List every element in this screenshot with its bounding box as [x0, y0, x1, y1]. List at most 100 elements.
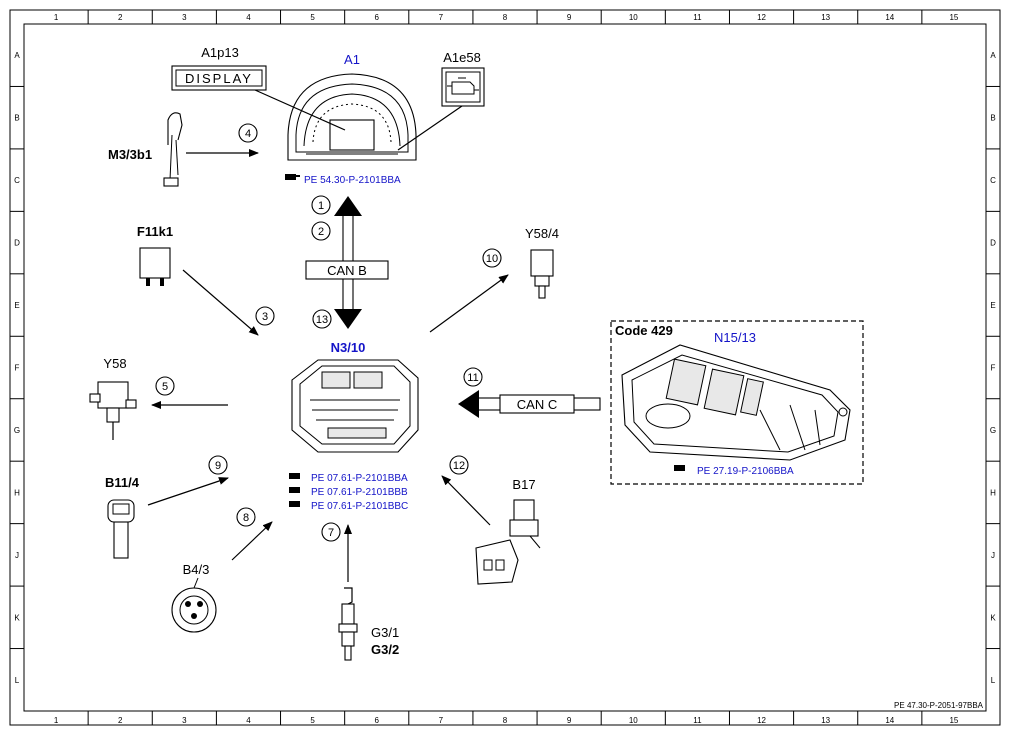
grid-row-right: B	[990, 114, 995, 123]
signal-marker-9: 9	[208, 455, 228, 475]
label-a1p13: A1p13	[201, 45, 239, 60]
svg-text:PE 07.61-P-2101BBB: PE 07.61-P-2101BBB	[311, 487, 408, 498]
svg-text:2: 2	[318, 226, 324, 238]
grid-row-left: C	[14, 176, 20, 185]
grid-col-top: 9	[567, 13, 572, 22]
signal-marker-10: 10	[482, 248, 502, 268]
grid-row-left: K	[14, 613, 20, 622]
ref-n3-1[interactable]: PE 07.61-P-2101BBA	[289, 473, 408, 484]
svg-text:8: 8	[243, 512, 249, 524]
leader-a1p13	[254, 89, 346, 131]
grid-row-left: L	[15, 676, 20, 685]
signal-marker-2: 2	[311, 221, 331, 241]
fuel-pressure-sensor-b4-3	[171, 577, 217, 633]
grid-row-left: F	[15, 364, 20, 373]
grid-col-top: 8	[503, 13, 508, 22]
signal-marker-13: 13	[312, 309, 332, 329]
grid-row-left: D	[14, 239, 20, 248]
svg-text:PE 27.19-P-2106BBA: PE 27.19-P-2106BBA	[697, 466, 794, 477]
arrow-signal-9	[147, 477, 229, 506]
manual-hand-icon	[285, 174, 300, 180]
valve-y58	[89, 381, 137, 440]
ref-a1[interactable]: PE 54.30-P-2101BBA	[285, 174, 401, 186]
grid-row-left: G	[14, 426, 20, 435]
ref-n3-2[interactable]: PE 07.61-P-2101BBB	[289, 487, 408, 498]
can-c-label: CAN C	[517, 397, 557, 412]
grid-col-bottom: 2	[118, 716, 123, 725]
manual-hand-icon	[674, 465, 685, 471]
grid-col-bottom: 15	[949, 716, 958, 725]
intake-air-sensor-b17	[475, 499, 541, 585]
fuel-level-sensor-m3-3b1	[163, 112, 183, 187]
label-g3-1: G3/1	[371, 625, 399, 640]
grid-col-top: 5	[310, 13, 315, 22]
manual-hand-icon	[289, 473, 300, 479]
grid-col-bottom: 3	[182, 716, 187, 725]
grid-col-top: 14	[885, 13, 894, 22]
signal-marker-12: 12	[449, 455, 469, 475]
svg-text:PE 07.61-P-2101BBC: PE 07.61-P-2101BBC	[311, 501, 408, 512]
grid-col-top: 15	[949, 13, 958, 22]
label-a1: A1	[344, 52, 360, 67]
grid-col-top: 11	[693, 13, 702, 22]
grid-col-top: 2	[118, 13, 123, 22]
grid-col-top: 6	[375, 13, 380, 22]
label-y58-4: Y58/4	[525, 226, 559, 241]
display-text: DISPLAY	[185, 71, 253, 86]
label-n3-10: N3/10	[331, 340, 366, 355]
grid-row-left: J	[15, 551, 19, 560]
svg-text:3: 3	[262, 311, 268, 323]
grid-row-right: C	[990, 176, 996, 185]
label-b11-4: B11/4	[105, 475, 140, 490]
grid-col-top: 10	[629, 13, 638, 22]
grid-row-left: H	[14, 488, 20, 497]
signal-marker-8: 8	[236, 507, 256, 527]
grid-row-right: D	[990, 239, 996, 248]
svg-text:PE 07.61-P-2101BBA: PE 07.61-P-2101BBA	[311, 473, 408, 484]
grid-row-right: F	[991, 364, 996, 373]
grid-col-top: 1	[54, 13, 59, 22]
grid-col-bottom: 13	[821, 716, 830, 725]
svg-text:12: 12	[453, 460, 465, 472]
svg-text:9: 9	[215, 460, 221, 472]
ref-n3-3[interactable]: PE 07.61-P-2101BBC	[289, 501, 408, 512]
signal-marker-3: 3	[255, 306, 275, 326]
arrow-signal-8	[231, 521, 273, 561]
grid-col-top: 13	[821, 13, 830, 22]
document-id: PE 47.30-P-2051-97BBA	[894, 701, 984, 710]
can-b-label: CAN B	[327, 263, 367, 278]
valve-y58-4	[530, 249, 554, 299]
oxygen-sensor-g3	[338, 587, 358, 661]
svg-text:4: 4	[245, 128, 251, 140]
label-y58: Y58	[103, 356, 126, 371]
manual-hand-icon	[289, 487, 300, 493]
ref-n15-13[interactable]: PE 27.19-P-2106BBA	[674, 465, 794, 477]
grid-row-left: B	[14, 114, 19, 123]
grid-row-right: K	[990, 613, 996, 622]
grid-col-bottom: 5	[310, 716, 315, 725]
label-n15-13: N15/13	[714, 330, 756, 345]
can-c-bus: CAN C	[458, 390, 601, 418]
grid-row-left: A	[14, 51, 20, 60]
grid-col-top: 3	[182, 13, 187, 22]
svg-text:5: 5	[162, 381, 168, 393]
grid-col-top: 4	[246, 13, 251, 22]
leader-a1e58	[397, 105, 463, 151]
signal-marker-5: 5	[155, 376, 175, 396]
svg-text:1: 1	[318, 200, 324, 212]
signal-marker-1: 1	[311, 195, 331, 215]
temperature-sensor-b11-4	[107, 499, 135, 559]
instrument-cluster-a1	[287, 73, 417, 161]
can-b-bus: CAN B	[305, 196, 389, 329]
relay-f11k1	[139, 247, 171, 286]
grid-col-bottom: 4	[246, 716, 251, 725]
label-f11k1: F11k1	[137, 224, 173, 239]
grid-col-bottom: 1	[54, 716, 59, 725]
engine-control-unit-n3-10	[291, 359, 419, 453]
svg-text:11: 11	[467, 372, 478, 384]
grid-row-right: J	[991, 551, 995, 560]
transmission-control-n15-13	[621, 344, 851, 461]
grid-col-bottom: 12	[757, 716, 766, 725]
label-m3-3b1: M3/3b1	[108, 147, 152, 162]
